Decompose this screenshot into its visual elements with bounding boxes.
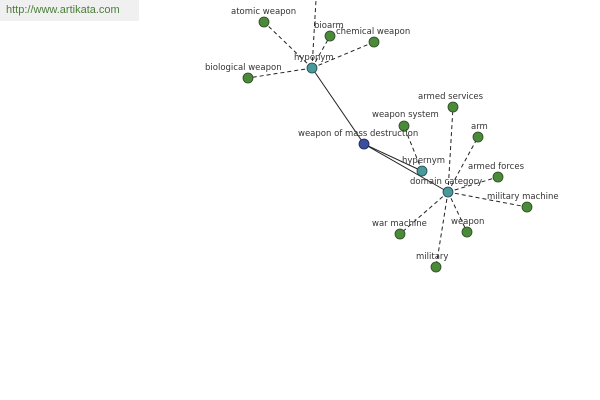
node-armed-forces[interactable]: armed forces <box>468 162 525 183</box>
edge-hypernym-weapon-system <box>403 125 423 172</box>
edge-domain-war-machine <box>399 191 449 235</box>
leaf-node-circle[interactable] <box>258 16 270 28</box>
leaf-node-circle[interactable] <box>492 171 504 183</box>
edge-domain-weapon <box>447 191 468 233</box>
node-label-war-machine: war machine <box>372 219 427 229</box>
edge-domain-armed-services <box>447 106 454 193</box>
edge-hyponym-chemical-weapon <box>311 41 375 69</box>
edge-center-hypernym <box>363 143 423 172</box>
node-weapon[interactable]: weapon <box>451 217 484 238</box>
edge-domain-arm <box>447 136 479 193</box>
node-label-weapon: weapon <box>451 217 484 227</box>
leaf-node-circle[interactable] <box>521 201 533 213</box>
node-label-domain-category: domain category <box>410 177 482 187</box>
leaf-node-circle[interactable] <box>447 101 459 113</box>
leaf-node-circle[interactable] <box>472 131 484 143</box>
relation-node-circle[interactable] <box>306 62 318 74</box>
node-bioarm[interactable]: bioarm <box>314 21 344 42</box>
edge-hyponym-offscreen <box>311 0 317 69</box>
node-military[interactable]: military <box>416 252 448 273</box>
node-biological-weapon[interactable]: biological weapon <box>205 63 282 84</box>
leaf-node-circle[interactable] <box>394 228 406 240</box>
node-label-center: weapon of mass destruction <box>298 129 418 139</box>
node-label-armed-services: armed services <box>418 92 484 102</box>
node-label-bioarm: bioarm <box>314 21 344 31</box>
node-label-armed-forces: armed forces <box>468 162 525 172</box>
node-military-machine[interactable]: military machine <box>487 192 559 213</box>
leaf-node-circle[interactable] <box>430 261 442 273</box>
leaf-node-circle[interactable] <box>242 72 254 84</box>
edge-center-domain-category <box>363 143 449 193</box>
node-label-chemical-weapon: chemical weapon <box>336 27 410 37</box>
edge-domain-military <box>435 191 449 268</box>
edge-center-hyponym <box>311 67 365 145</box>
node-label-arm: arm <box>471 122 488 132</box>
node-arm[interactable]: arm <box>471 122 488 143</box>
node-hypernym[interactable]: hypernym <box>402 156 445 177</box>
watermark-url[interactable]: http://www.artikata.com <box>0 0 139 21</box>
edge-domain-armed-forces <box>447 176 499 193</box>
node-label-hyponym: hyponym <box>294 53 334 63</box>
node-label-military-machine: military machine <box>487 192 559 202</box>
node-chemical-weapon[interactable]: chemical weapon <box>336 27 410 48</box>
node-weapon-system[interactable]: weapon system <box>372 110 439 132</box>
center-node-circle[interactable] <box>358 138 370 150</box>
edge-hyponym-bioarm <box>311 35 331 69</box>
node-war-machine[interactable]: war machine <box>372 219 427 240</box>
relation-node-circle[interactable] <box>416 165 428 177</box>
node-armed-services[interactable]: armed services <box>418 92 484 113</box>
node-label-hypernym: hypernym <box>402 156 445 166</box>
node-label-weapon-system: weapon system <box>372 110 439 120</box>
node-hyponym[interactable]: hyponym <box>294 53 334 74</box>
node-label-military: military <box>416 252 448 262</box>
node-center[interactable]: weapon of mass destruction <box>298 129 418 150</box>
node-label-atomic-weapon: atomic weapon <box>231 7 296 17</box>
leaf-node-circle[interactable] <box>461 226 473 238</box>
leaf-node-circle[interactable] <box>324 30 336 42</box>
node-label-biological-weapon: biological weapon <box>205 63 282 73</box>
node-atomic-weapon[interactable]: atomic weapon <box>231 7 296 28</box>
leaf-node-circle[interactable] <box>368 36 380 48</box>
node-domain-category[interactable]: domain category <box>410 177 482 198</box>
relation-node-circle[interactable] <box>442 186 454 198</box>
leaf-node-circle[interactable] <box>398 120 410 132</box>
edge-hyponym-biological-weapon <box>247 67 313 79</box>
